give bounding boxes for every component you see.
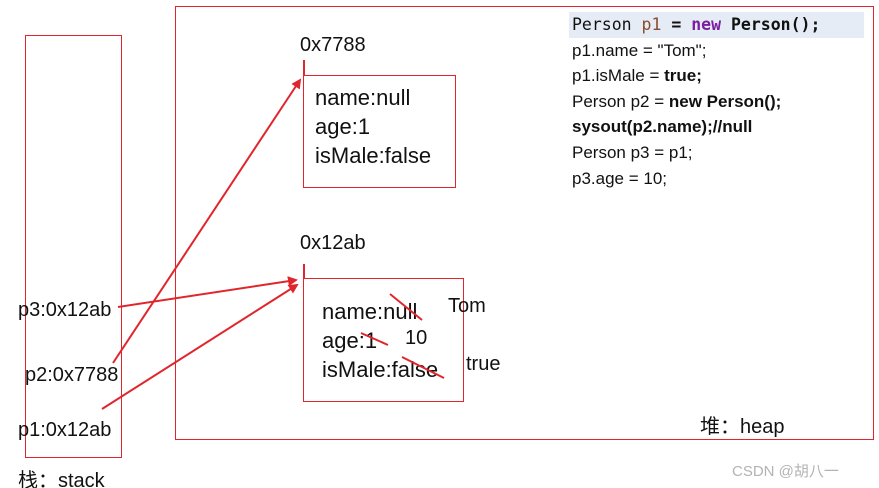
- code-line-4: Person p2 = new Person();: [572, 89, 820, 115]
- field-age: age:1: [322, 328, 378, 353]
- updated-value-age: 10: [405, 327, 428, 349]
- stack-region: [25, 35, 122, 458]
- updated-value-name: Tom: [448, 295, 486, 317]
- code-block: Person p1 = new Person(); p1.name = "Tom…: [572, 12, 820, 191]
- code-keyword: new: [691, 15, 722, 34]
- code-line-7: p3.age = 10;: [572, 168, 668, 188]
- heap-object-0x7788: [303, 75, 456, 188]
- code-text: Person p2 =: [572, 91, 669, 111]
- updated-value-ismale: true: [466, 353, 501, 375]
- field-ismale: isMale:false: [315, 143, 432, 168]
- code-op: =: [671, 15, 682, 34]
- address-label-0x7788: 0x7788: [300, 34, 366, 56]
- code-line-2: p1.name = "Tom";: [572, 40, 707, 60]
- code-bold-text: new Person();: [668, 91, 782, 111]
- address-label-0x12ab: 0x12ab: [300, 232, 366, 254]
- field-age: age:1: [315, 114, 371, 139]
- stack-label: 栈：stack: [18, 470, 105, 488]
- code-var: p1: [641, 15, 662, 34]
- code-text: p1.isMale =: [572, 66, 665, 86]
- field-ismale: isMale:false: [322, 357, 439, 382]
- code-line-highlight: [569, 12, 864, 38]
- heap-object-0x12ab: [303, 278, 464, 402]
- code-line-6: Person p3 = p1;: [572, 142, 693, 162]
- stack-var-p2: p2:0x7788: [25, 364, 119, 386]
- heap-label: 堆：heap: [700, 416, 785, 438]
- code-type: Person: [572, 15, 632, 34]
- stack-var-p3: p3:0x12ab: [18, 299, 112, 321]
- code-rest: Person();: [730, 15, 821, 34]
- code-bold-text: true;: [664, 66, 702, 86]
- field-name: name:null: [315, 85, 411, 110]
- code-line-3: p1.isMale = true;: [572, 63, 820, 89]
- code-line-1: Person p1 = new Person();: [572, 12, 820, 38]
- watermark: CSDN @胡八一: [732, 463, 839, 480]
- stack-var-p1: p1:0x12ab: [18, 419, 112, 441]
- field-name: name:null: [322, 299, 418, 324]
- code-line-5: sysout(p2.name);//null: [572, 117, 753, 137]
